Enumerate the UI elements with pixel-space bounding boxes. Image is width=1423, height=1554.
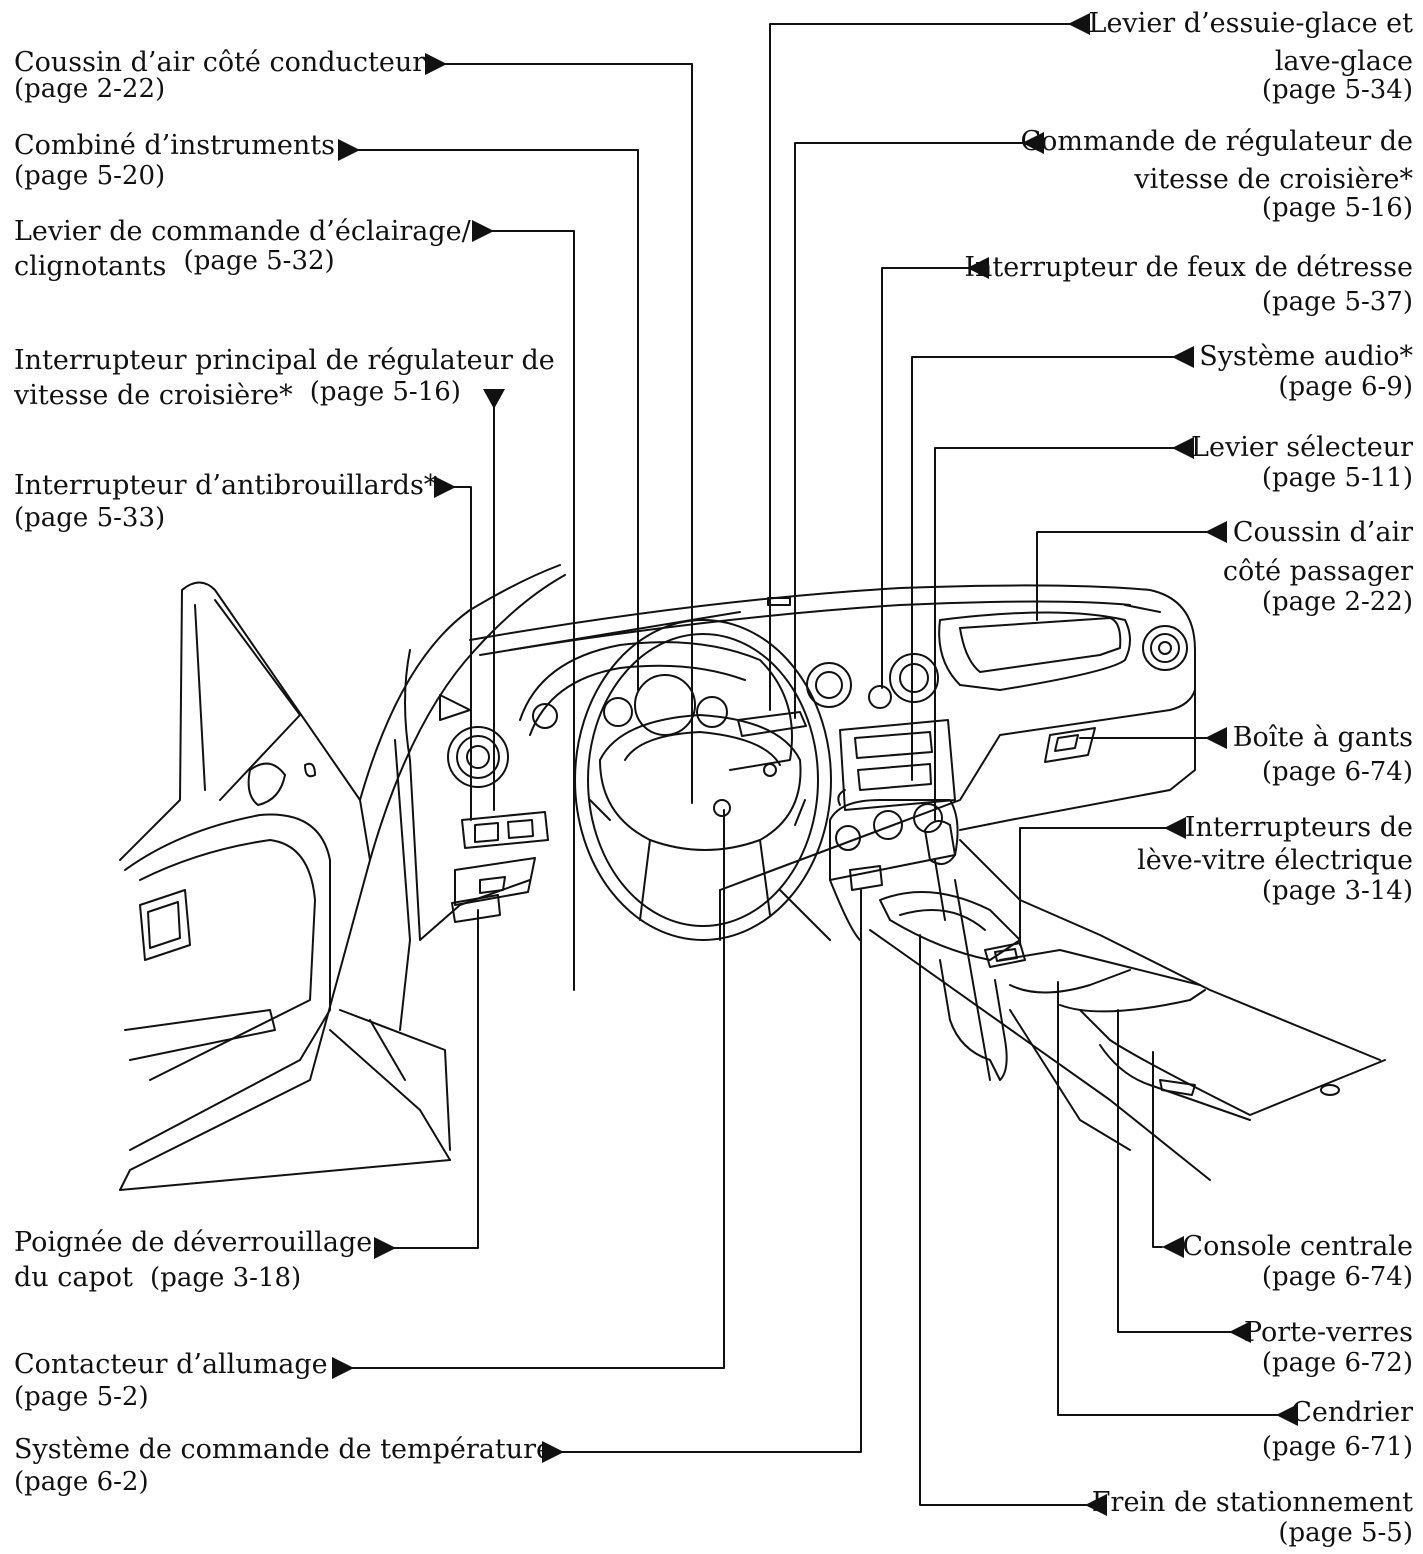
label-ignition-switch: Contacteur d’allumage (page 5-2) xyxy=(14,1349,328,1412)
label-selector-lever: Levier sélecteur (page 5-11) xyxy=(1191,432,1413,493)
arrow-left-icon xyxy=(1172,437,1194,459)
left-dash-controls-drawing xyxy=(439,694,549,923)
arrow-down-icon xyxy=(483,389,505,409)
label-wiper-lever: Levier d’essuie-glace et lave-glace (pag… xyxy=(1088,8,1413,105)
arrow-right-icon xyxy=(332,1357,354,1379)
arrow-left-icon xyxy=(1162,1236,1184,1258)
arrow-left-icon xyxy=(1276,1404,1298,1426)
label-lighting-lever: Levier de commande d’éclairage/ clignota… xyxy=(14,216,471,282)
label-audio-system: Système audio* (page 6-9) xyxy=(1199,341,1413,402)
label-driver-airbag: Coussin d’air côté conducteur (page 2-22… xyxy=(14,47,426,104)
label-climate-control: Système de commande de température (page… xyxy=(14,1434,553,1497)
label-hood-release: Poignée de déverrouillage du capot (page… xyxy=(14,1227,373,1293)
instrument-cluster-drawing xyxy=(519,641,807,777)
center-stack-drawing xyxy=(806,653,959,891)
arrow-left-icon xyxy=(1172,346,1194,368)
arrow-left-icon xyxy=(1205,521,1227,543)
arrow-right-icon xyxy=(425,53,447,75)
gear-lever-and-console-drawing xyxy=(869,820,1386,1181)
label-power-window-switches: Interrupteurs de lève-vitre électrique (… xyxy=(1137,812,1413,906)
label-center-console: Console centrale (page 6-74) xyxy=(1182,1231,1413,1292)
arrow-left-icon xyxy=(1164,817,1186,839)
label-fog-light-switch: Interrupteur d’antibrouillards* (page 5-… xyxy=(14,470,438,533)
label-hazard-switch: Interrupteur de feux de détresse (page 5… xyxy=(964,252,1413,317)
arrow-left-icon xyxy=(1229,1321,1251,1343)
dashboard-body-drawing xyxy=(404,584,1196,941)
label-glove-box: Boîte à gants (page 6-74) xyxy=(1232,722,1413,787)
label-instrument-cluster: Combiné d’instruments (page 5-20) xyxy=(14,130,335,191)
label-ashtray: Cendrier (page 6-71) xyxy=(1261,1397,1413,1462)
arrow-right-icon xyxy=(542,1441,564,1463)
arrow-left-icon xyxy=(1068,13,1090,35)
label-parking-brake: Frein de stationnement (page 5-5) xyxy=(1091,1487,1413,1548)
arrow-left-icon xyxy=(1085,1494,1107,1516)
a-pillar-drawing xyxy=(359,564,566,1031)
steering-wheel-drawing xyxy=(574,619,832,941)
label-cruise-main-switch: Interrupteur principal de régulateur de … xyxy=(14,345,555,411)
arrow-left-icon xyxy=(967,257,989,279)
label-cruise-control-command: Commande de régulateur de vitesse de cro… xyxy=(1020,126,1413,223)
arrowheads xyxy=(332,13,1298,1516)
arrow-left-icon xyxy=(1022,132,1044,154)
arrow-right-icon xyxy=(434,476,456,498)
arrow-right-icon xyxy=(472,220,494,242)
arrow-right-icon xyxy=(338,139,360,161)
leader-lines xyxy=(345,23,1285,1506)
arrow-left-icon xyxy=(1205,727,1227,749)
label-passenger-airbag: Coussin d’air côté passager (page 2-22) xyxy=(1222,517,1413,617)
arrow-right-icon xyxy=(374,1237,396,1259)
door-drawing xyxy=(119,581,451,1191)
floor-lines-drawing xyxy=(719,879,861,941)
label-cup-holder: Porte-verres (page 6-72) xyxy=(1243,1317,1413,1378)
